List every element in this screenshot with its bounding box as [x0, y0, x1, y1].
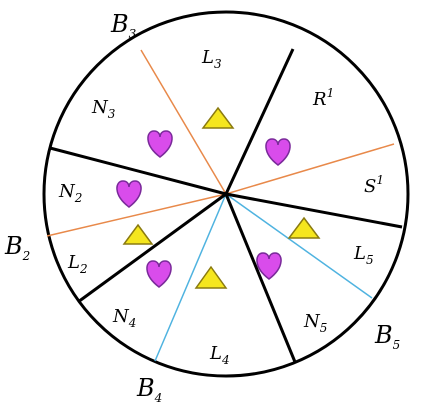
label-l5: L5	[353, 243, 374, 267]
label-n2: N2	[58, 181, 82, 205]
label-n3: N3	[91, 97, 116, 121]
outer-circle	[42, 10, 410, 378]
black-line-left	[49, 146, 227, 196]
orange-line-right	[225, 143, 395, 195]
triangle-icon	[201, 106, 235, 129]
heart-icon	[265, 138, 291, 166]
black-line-upper-right	[224, 48, 295, 195]
triangle-icon	[287, 216, 321, 239]
heart-icon	[256, 252, 282, 280]
triangle-icon	[194, 265, 228, 289]
blue-line-right	[225, 193, 373, 299]
heart-icon	[146, 260, 172, 288]
label-s1: S1	[364, 173, 384, 197]
label-b3: B3	[110, 10, 137, 41]
black-line-right	[225, 192, 403, 229]
heart-icon	[147, 130, 173, 158]
heart-icon	[116, 180, 142, 208]
black-line-lower-right	[224, 193, 297, 363]
label-l2: L2	[67, 252, 88, 276]
label-l4: L4	[209, 343, 230, 367]
label-l3: L3	[201, 47, 222, 71]
label-r1: R1	[312, 86, 334, 110]
label-b2: B2	[4, 232, 30, 263]
black-line-lower-left	[77, 192, 227, 304]
triangle-icon	[122, 223, 154, 245]
label-b4: B4	[136, 374, 162, 405]
label-n4: N4	[112, 306, 136, 330]
blue-line-lower	[154, 193, 227, 362]
orange-line-left	[46, 193, 227, 237]
label-n5: N5	[303, 311, 327, 335]
orange-line-upper	[140, 49, 227, 195]
label-b5: B5	[374, 321, 400, 352]
